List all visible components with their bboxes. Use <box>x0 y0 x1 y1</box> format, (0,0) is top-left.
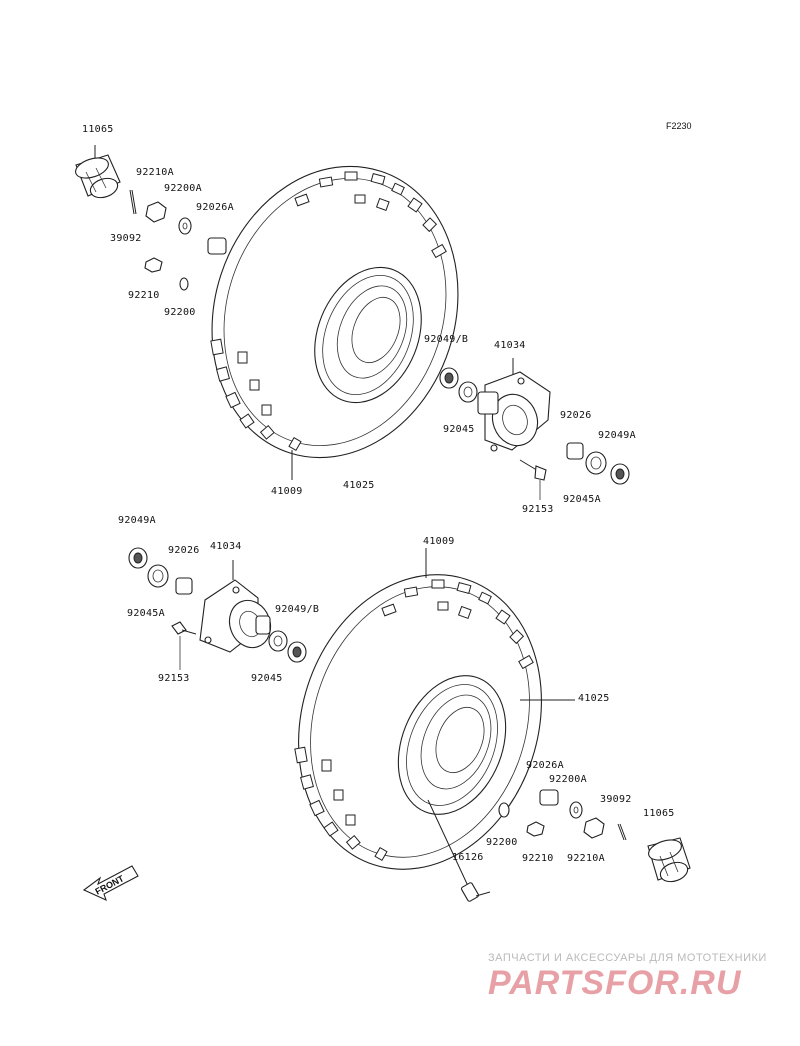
label-39092-upper: 39092 <box>110 233 142 244</box>
label-41009-lower: 41009 <box>423 536 455 547</box>
nut-92210-upper <box>144 257 163 273</box>
watermark-tagline: ЗАПЧАСТИ И АКСЕССУАРЫ ДЛЯ МОТОТЕХНИКИ <box>488 952 767 964</box>
label-92153-upper: 92153 <box>522 504 554 515</box>
label-92200A-lower: 92200A <box>549 774 587 785</box>
collar-92026-lower <box>175 577 193 595</box>
washer-92200A-upper <box>178 217 192 235</box>
cotter-pin-39092-upper <box>129 189 135 215</box>
upper-hub-41034 <box>477 358 551 452</box>
lower-tire-41009 <box>294 548 575 870</box>
label-11065-upper: 11065 <box>82 124 114 135</box>
label-92210-upper: 92210 <box>128 290 160 301</box>
upper-tire-41009 <box>210 165 459 480</box>
label-41034-upper: 41034 <box>494 340 526 351</box>
bolt-92153-upper <box>519 459 547 481</box>
label-92049B-upper: 92049/B <box>424 334 469 345</box>
label-92045A-upper: 92045A <box>563 494 601 505</box>
label-92049B-lower: 92049/B <box>275 604 320 615</box>
label-92026A-lower: 92026A <box>526 760 564 771</box>
label-92153-lower: 92153 <box>158 673 190 684</box>
label-41034-lower: 41034 <box>210 541 242 552</box>
label-92026A-upper: 92026A <box>196 202 234 213</box>
lower-cap-11065 <box>647 837 691 883</box>
figure-code: F2230 <box>666 121 692 131</box>
bearing-92045A-upper <box>585 451 607 475</box>
collar-92026-upper <box>566 442 584 460</box>
label-92210A-lower: 92210A <box>567 853 605 864</box>
label-92045-upper: 92045 <box>443 424 475 435</box>
bearing-92045-lower <box>268 630 288 652</box>
washer-92200A-lower <box>569 801 583 819</box>
label-41025-lower: 41025 <box>578 693 610 704</box>
label-41009-upper: 41009 <box>271 486 303 497</box>
label-92200-lower: 92200 <box>486 837 518 848</box>
watermark-logo: PARTSFOR.RU <box>488 964 742 1002</box>
castle-nut-92210A-lower <box>583 817 605 839</box>
upper-cap-11065 <box>75 145 121 199</box>
label-41025-upper: 41025 <box>343 480 375 491</box>
cotter-pin-39092-lower <box>617 823 625 841</box>
castle-nut-92210A-upper <box>145 201 167 223</box>
label-39092-lower: 39092 <box>600 794 632 805</box>
washer-92200-upper <box>179 277 189 291</box>
label-92026-upper: 92026 <box>560 410 592 421</box>
label-92200A-upper: 92200A <box>164 183 202 194</box>
lower-hub-41034 <box>199 560 272 653</box>
bearing-92045-upper <box>458 381 478 403</box>
washer-92200-lower <box>498 802 510 818</box>
valve-16126 <box>427 799 491 902</box>
bearing-92045A-lower <box>147 564 169 588</box>
label-92049A-upper: 92049A <box>598 430 636 441</box>
label-92210-lower: 92210 <box>522 853 554 864</box>
label-11065-lower: 11065 <box>643 808 675 819</box>
label-16126: 16126 <box>452 852 484 863</box>
collar-92026A-upper <box>207 237 227 255</box>
collar-92026A-lower <box>539 789 559 806</box>
bolt-92153-lower <box>171 621 197 670</box>
label-92210A-upper: 92210A <box>136 167 174 178</box>
label-92045A-lower: 92045A <box>127 608 165 619</box>
label-92026-lower: 92026 <box>168 545 200 556</box>
front-arrow <box>82 865 139 902</box>
nut-92210-lower <box>526 821 545 837</box>
label-92045-lower: 92045 <box>251 673 283 684</box>
label-92200-upper: 92200 <box>164 307 196 318</box>
label-92049A-lower: 92049A <box>118 515 156 526</box>
